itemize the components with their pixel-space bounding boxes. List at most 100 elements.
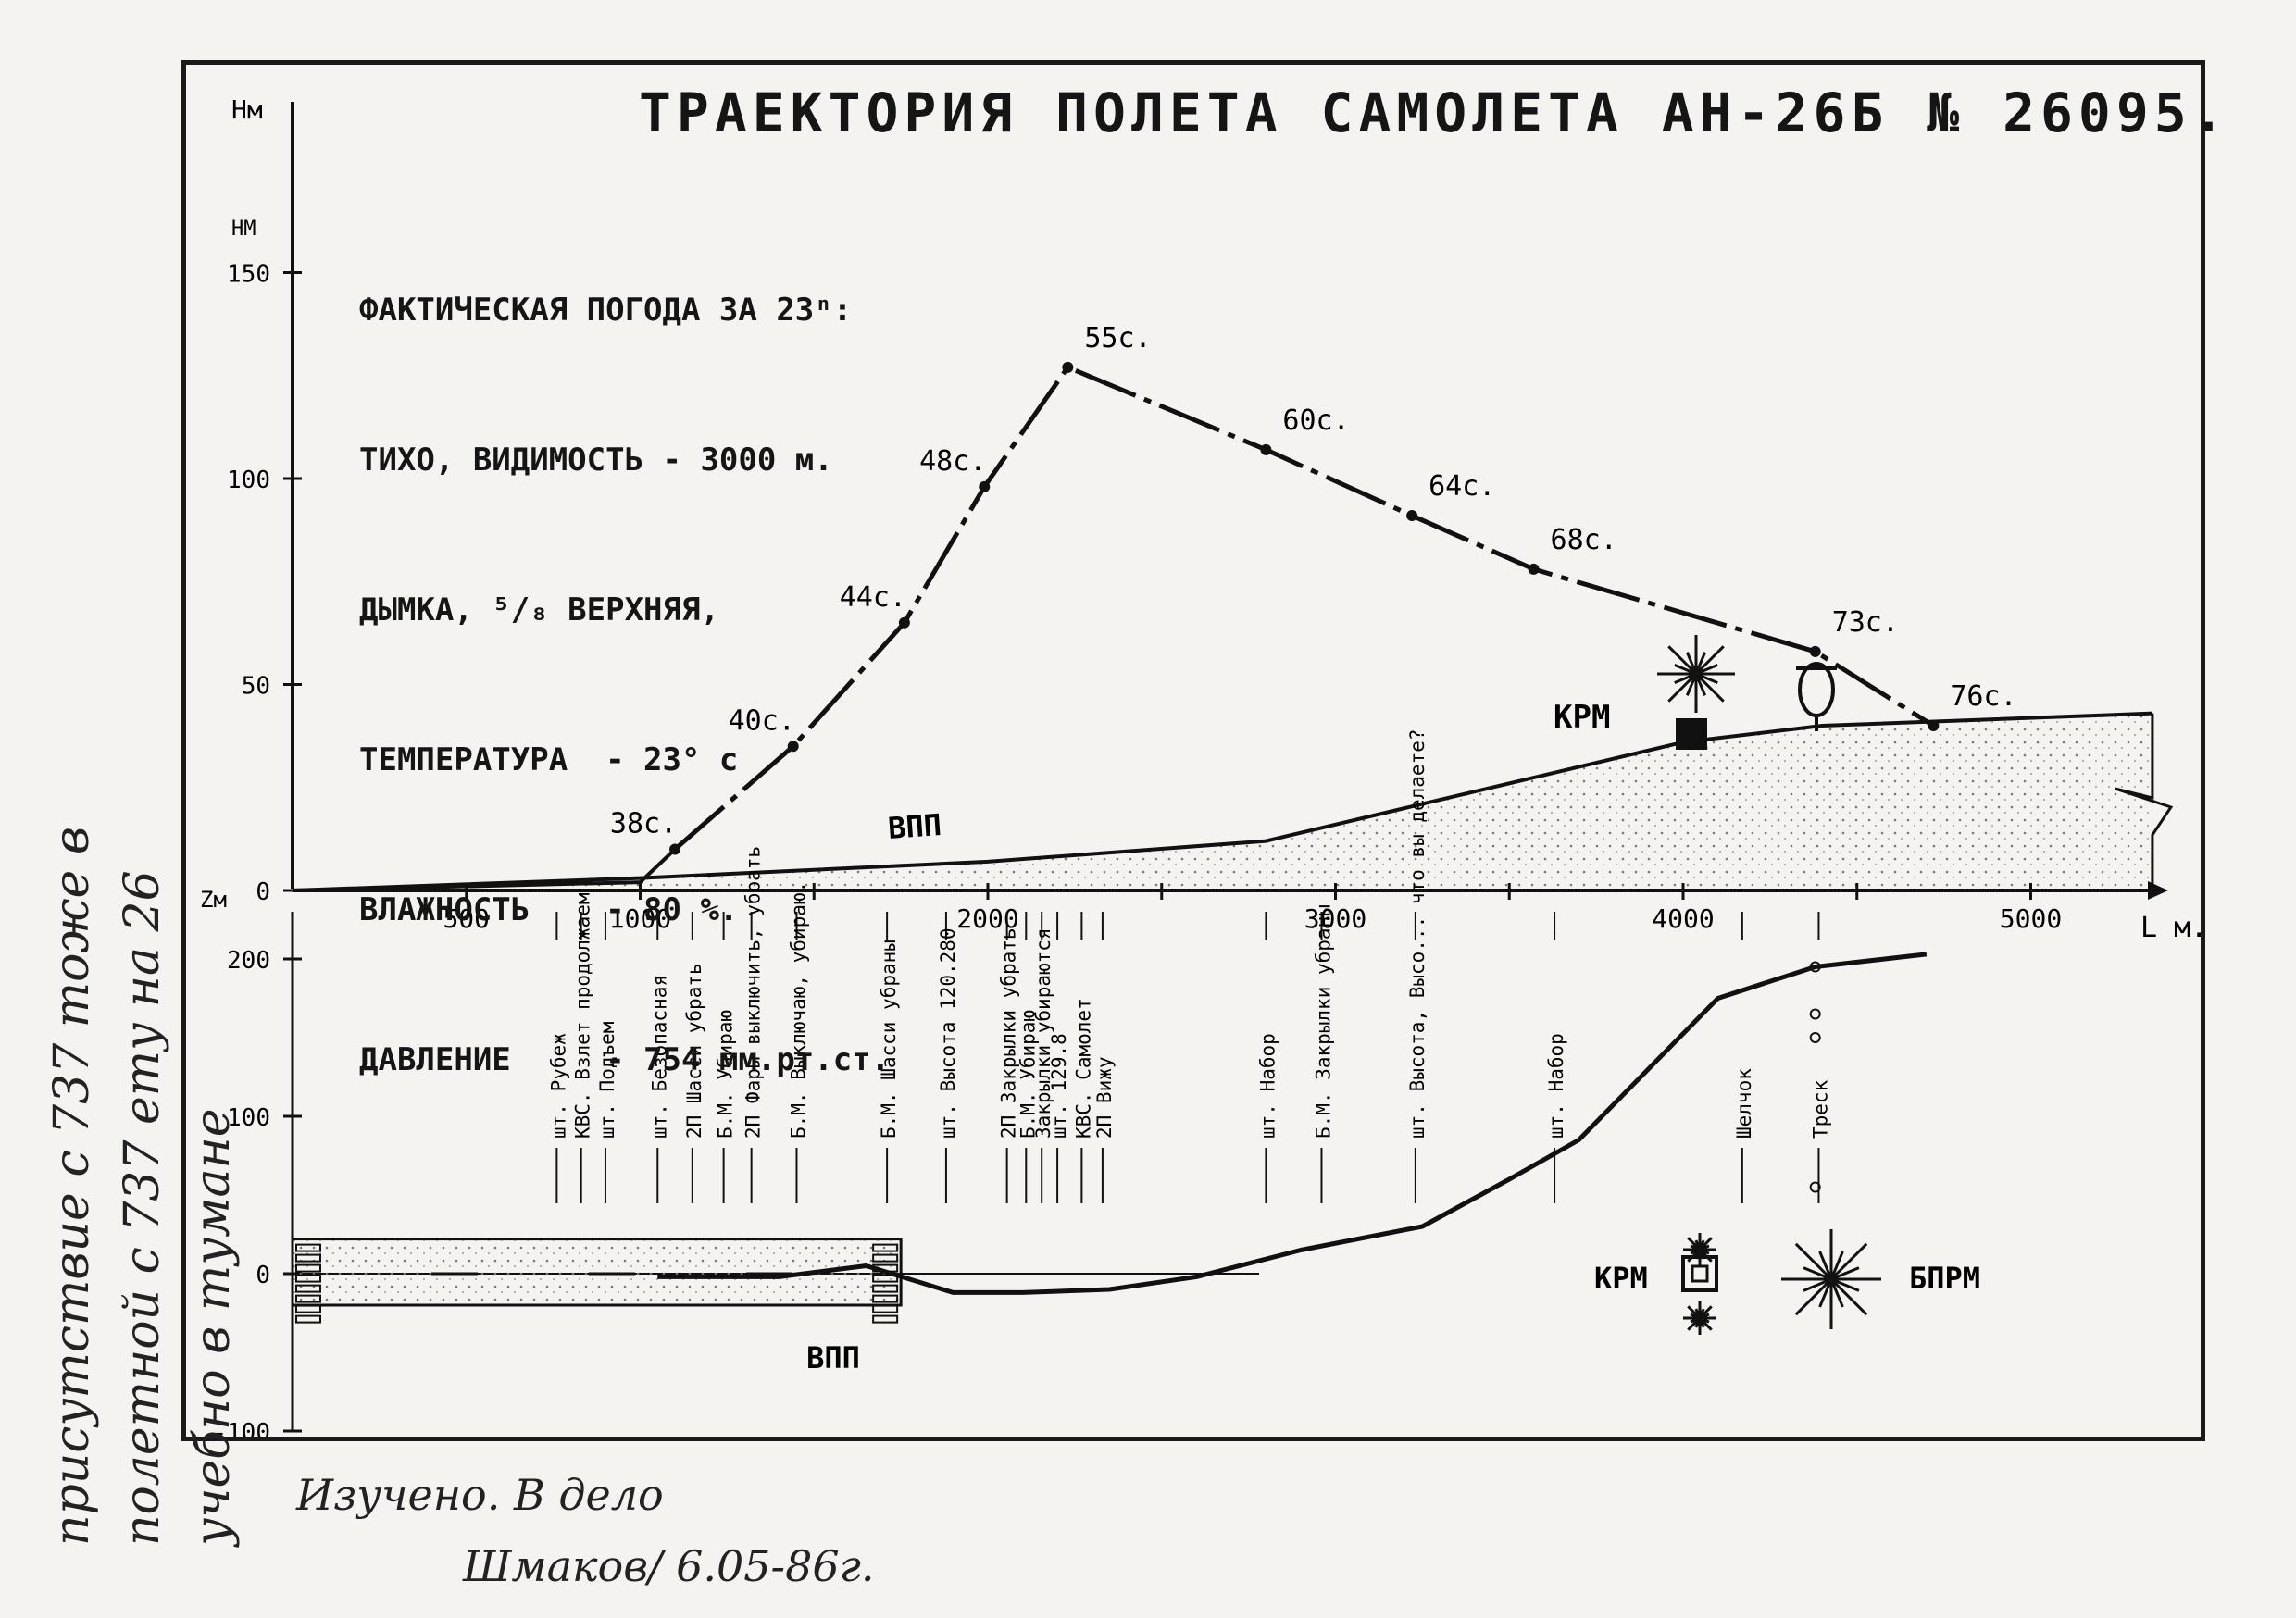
cockpit-remark: Б.М. Выключаю, убираю. — [787, 881, 809, 1139]
cockpit-remark: шт. Рубеж — [547, 1033, 569, 1139]
trajectory-point — [898, 616, 910, 629]
trajectory-time-label: 73с. — [1832, 606, 1899, 639]
threshold-marking — [872, 1243, 899, 1252]
krm-plan-icon — [1681, 1255, 1718, 1292]
aircraft-icon — [1796, 662, 1837, 731]
cockpit-remark: 2П Фары выключить, убрать — [742, 846, 765, 1139]
threshold-marking — [872, 1294, 899, 1303]
cockpit-remark: 2П Шасси убрать — [683, 963, 705, 1139]
y-tick-label: 50 — [242, 673, 270, 701]
beacon-center — [1689, 666, 1703, 681]
trajectory-point — [1406, 510, 1418, 522]
trajectory-point — [1809, 645, 1821, 657]
krm-label-bottom: КРМ — [1594, 1261, 1648, 1296]
z-tick-label: 200 — [227, 947, 270, 975]
threshold-marking — [872, 1274, 899, 1283]
y-tick-label: 150 — [227, 261, 270, 289]
beacon-ray — [1829, 1242, 1868, 1281]
cockpit-remark: шт. Подъем — [596, 1021, 618, 1139]
diagram-title: ТРАЕКТОРИЯ ПОЛЕТА САМОЛЕТА АН-26Б № 2609… — [639, 81, 2230, 144]
trajectory-time-label: 64с. — [1429, 470, 1495, 503]
x-axis-label: L м. — [2140, 912, 2207, 944]
weather-line: ТЕМПЕРАТУРА - 23° с — [359, 741, 739, 778]
threshold-marking — [872, 1314, 899, 1324]
cockpit-remark: шт. Высота 120.280 — [937, 927, 959, 1139]
weather-line: ДАВЛЕНИЕ - 754 мм.рт.ст. — [359, 1041, 891, 1078]
cockpit-remark: Шелчок — [1733, 1068, 1755, 1139]
trajectory-time-label: 44с. — [840, 581, 906, 614]
threshold-marking — [872, 1253, 899, 1263]
z-tick-label: 100 — [227, 1104, 270, 1132]
krm-plan-inner-icon — [1691, 1264, 1709, 1283]
x-tick-label: 5000 — [2000, 903, 2062, 934]
cockpit-remark: Б.М. Закрылки убраны — [1312, 904, 1334, 1139]
threshold-marking — [295, 1284, 321, 1293]
trajectory-point — [1260, 443, 1272, 455]
threshold-marking — [872, 1304, 899, 1313]
cockpit-remark: шт. Набор — [1545, 1033, 1567, 1139]
track-point — [1809, 1032, 1821, 1043]
runway-label-top: ВПП — [887, 807, 942, 846]
trajectory-time-label: 68с. — [1551, 524, 1617, 556]
trajectory-point — [979, 480, 991, 492]
cockpit-remark: шт. 129.8 — [1048, 1033, 1070, 1139]
threshold-marking — [295, 1294, 321, 1303]
track-point — [1809, 961, 1821, 973]
krm-plan-top-icon — [1683, 1233, 1716, 1266]
bprm-label: БПРМ — [1909, 1261, 1980, 1296]
beacon-center — [1824, 1272, 1839, 1287]
beacon-ray — [1794, 1242, 1833, 1281]
weather-line: ВЛАЖНОСТЬ - 80 %. — [359, 891, 739, 928]
trajectory-time-label: 38с. — [610, 808, 677, 840]
krm-beacon-icon — [1657, 635, 1735, 713]
takeoff-run-line — [292, 848, 677, 892]
weather-block: ФАКТИЧЕСКАЯ ПОГОДА ЗА 23ⁿ: ТИХО, ВИДИМОС… — [359, 185, 890, 1135]
cockpit-remark: шт. Безопасная — [648, 975, 670, 1139]
handwritten-line: присутствие с 737 тоже в — [44, 826, 100, 1546]
y-unit-tick-label: НМ — [231, 218, 256, 241]
y-tick-label: 0 — [256, 878, 270, 906]
cockpit-remark: Треск — [1809, 1079, 1831, 1139]
top-y-axis-label: Нм — [231, 94, 263, 125]
trajectory-point — [669, 843, 681, 855]
bprm-beacon-icon — [1781, 1229, 1881, 1329]
diagram-frame — [181, 60, 2205, 1441]
trajectory-time-label: 40с. — [729, 704, 795, 737]
track-point — [1809, 1008, 1821, 1020]
krm-plan-bottom-icon — [1683, 1301, 1716, 1335]
x-tick-label: 2000 — [956, 903, 1018, 934]
handwritten-line: полетной с 737 ету на 26 — [115, 870, 170, 1546]
x-tick-label: 3000 — [1304, 903, 1366, 934]
trajectory-point — [1528, 563, 1540, 575]
handwritten-margin-note: присутствие с 737 тоже в полетной с 737 … — [37, 827, 248, 1546]
trajectory-time-label: 76с. — [1950, 680, 2016, 713]
bottom-z-axis-label: Zм — [200, 887, 227, 913]
handwritten-signature: Шмаков/ 6.05-86г. — [463, 1541, 875, 1591]
beacon-center — [1692, 1242, 1707, 1257]
x-tick-label: 1000 — [609, 903, 671, 934]
cockpit-remark: Закрылки убираются — [1032, 927, 1054, 1139]
terrain-edge — [292, 711, 2152, 892]
z-tick-label: 0 — [256, 1262, 270, 1289]
threshold-marking — [295, 1314, 321, 1324]
trajectory-time-label: 55с. — [1084, 322, 1151, 355]
runway-label-bottom: ВПП — [806, 1340, 860, 1375]
cockpit-remark: 2П Закрылки убрать — [998, 927, 1020, 1139]
trajectory-point — [1062, 361, 1074, 373]
beacon-ray — [1794, 1277, 1833, 1316]
cockpit-remark: КВС. Самолет — [1072, 998, 1094, 1139]
trajectory-point — [1928, 720, 1940, 731]
track-point — [1809, 1181, 1821, 1193]
cockpit-remark: Б.М. Убираю — [1017, 1010, 1039, 1139]
threshold-marking — [295, 1243, 321, 1252]
cockpit-remark: шт. Набор — [1256, 1033, 1279, 1139]
handwritten-line: учебно в тумане — [185, 1108, 241, 1546]
flight-trajectory-line — [673, 364, 1935, 852]
z-tick-label: -100 — [212, 1419, 270, 1447]
cockpit-remark: 2П Вижу — [1093, 1056, 1116, 1139]
lateral-track-line — [657, 952, 1928, 1295]
threshold-marking — [295, 1304, 321, 1313]
threshold-marking — [295, 1253, 321, 1263]
threshold-marking — [295, 1263, 321, 1273]
